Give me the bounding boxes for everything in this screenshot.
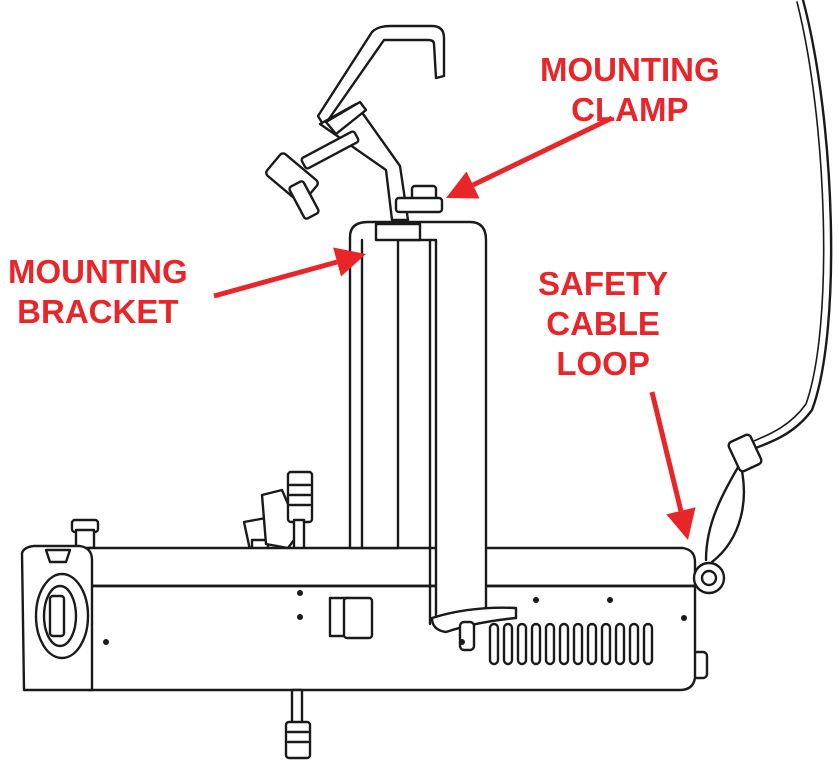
vent-slots [488,622,654,666]
label-mounting-bracket: MOUNTING BRACKET [8,252,188,332]
label-mounting-clamp-line1: MOUNTING [540,51,720,88]
arrow-safety-cable-loop-shaft [649,391,684,512]
label-mounting-bracket-line1: MOUNTING [8,253,188,290]
cable-ferrule [727,433,763,473]
side-connector [342,596,374,640]
bracket-top-slot [374,222,422,242]
bottom-lever-shaft [290,688,304,726]
clamp-body-face [324,100,368,136]
clamp-screw [300,130,360,170]
label-safety-cable-loop-line2: CABLE [546,305,660,342]
pan-lever-shaft [292,518,306,552]
safety-cable-inner [737,1,825,449]
arrow-mounting-clamp-shaft [471,115,614,188]
body-screws [103,590,687,645]
safety-cable-lower [704,453,747,564]
arrow-mounting-clamp-head [446,171,480,199]
label-mounting-clamp-line2: CLAMP [571,91,689,128]
label-safety-cable-loop-line3: LOOP [556,345,650,382]
lens-hub [48,594,66,638]
safety-loop-hole [700,569,718,587]
arrow-mounting-bracket-shaft [213,259,338,299]
arrow-safety-cable-loop-head [666,507,696,540]
label-safety-cable-loop-line1: SAFETY [538,265,669,302]
safety-cable [736,0,833,457]
lens-housing-lip [44,548,72,564]
clamp-bolt-head [394,196,444,214]
mounting-bracket [348,220,488,622]
bracket-lock-cap [458,620,476,652]
label-mounting-clamp: MOUNTING CLAMP [540,50,720,130]
clamp-wing-knob-back [288,180,320,220]
arrow-mounting-bracket-head [333,247,366,277]
pan-lever-grip [286,470,314,524]
clamp-hook [316,24,446,128]
bracket-lock-handle [430,606,518,634]
label-safety-cable-loop: SAFETY CABLE LOOP [538,264,668,384]
body-top [86,546,697,588]
body-main [86,584,697,692]
label-mounting-bracket-line2: BRACKET [17,293,179,330]
bottom-lever-grip [284,720,312,760]
callout-arrows [213,115,696,540]
